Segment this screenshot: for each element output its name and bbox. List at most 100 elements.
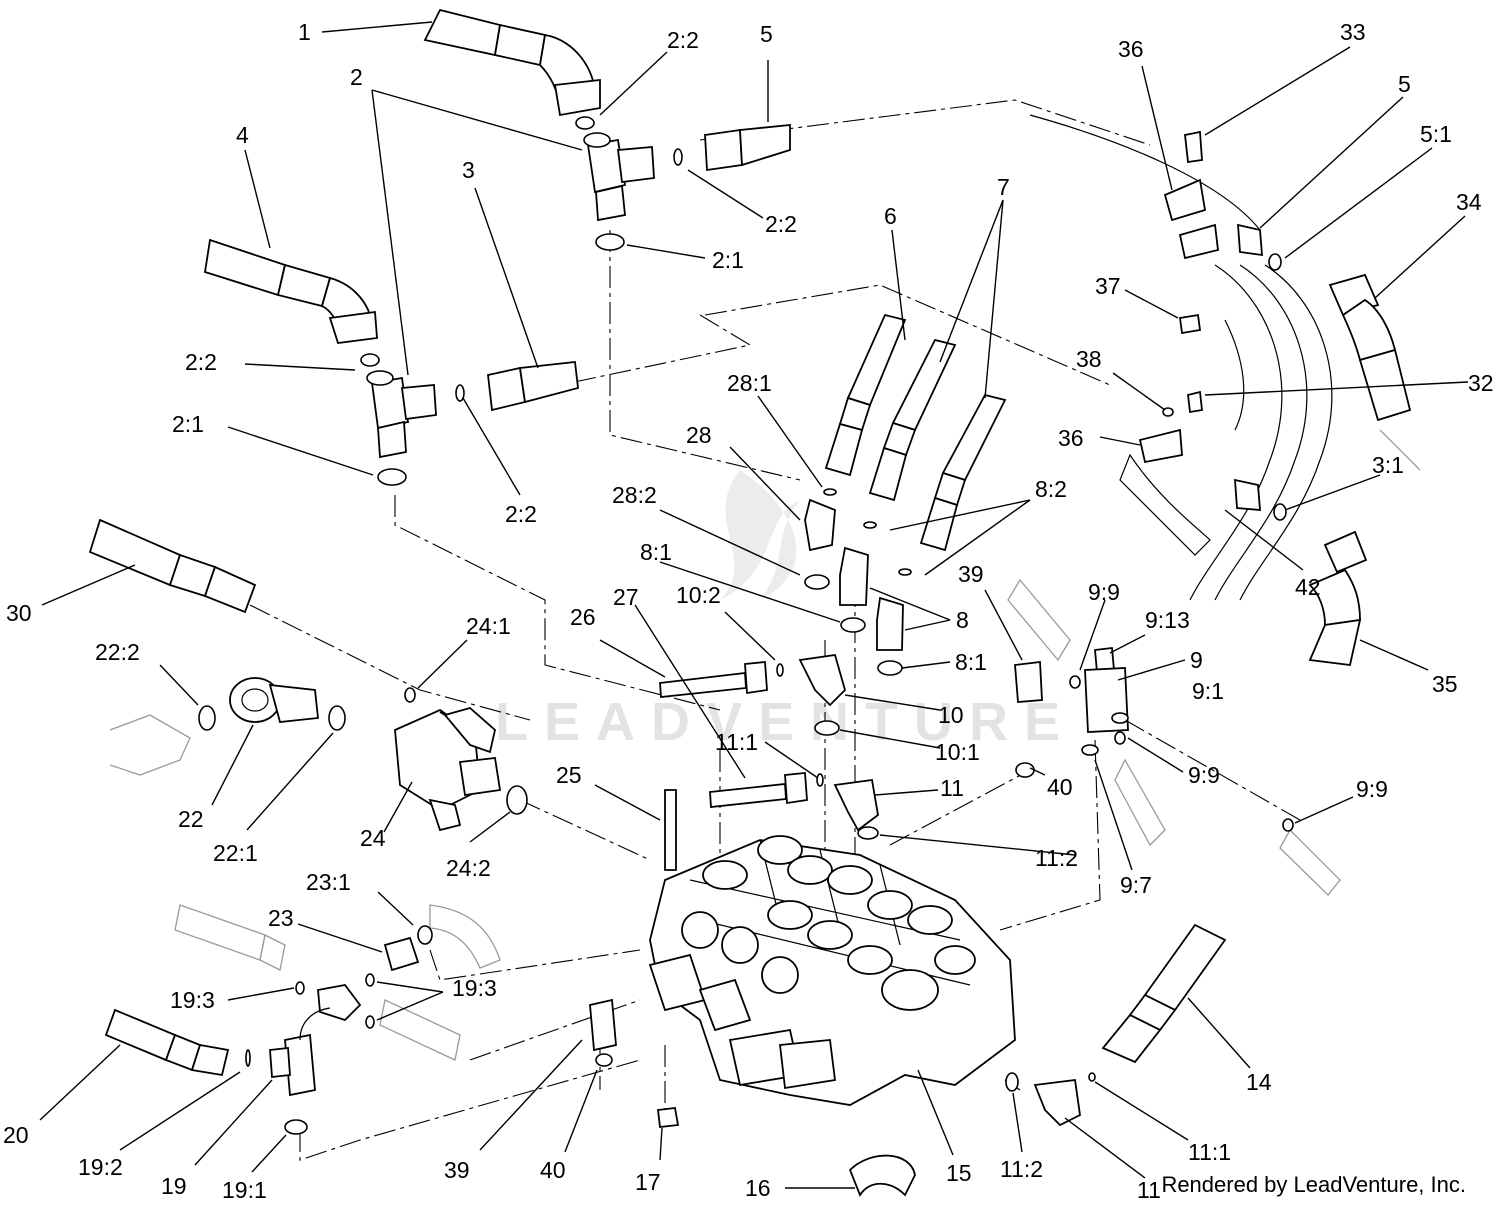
callout-30: 30 [6,600,32,626]
hose-bundle [1029,114,1333,601]
callout-7: 7 [997,174,1010,200]
callout-33: 33 [1340,19,1366,45]
callout-42: 42 [1295,574,1321,600]
callout-6: 6 [884,203,897,229]
leader-lines [39,21,1469,1189]
callout-2-2: 2:2 [185,349,217,375]
callout-11: 11 [940,775,964,801]
callout-19-3: 19:3 [452,975,497,1001]
callout-9-9: 9:9 [1088,579,1120,605]
callout-19: 19 [161,1173,187,1199]
callout-11-1: 11:1 [715,729,758,755]
elbow-10 [798,653,847,707]
callout-2-2: 2:2 [667,27,699,53]
elbow-22 [229,677,319,723]
callout-10: 10 [938,702,964,728]
bolt-33 [1184,130,1203,164]
callout-27: 27 [613,584,639,610]
callout-2-2: 2:2 [505,501,537,527]
hose-35 [1308,530,1368,666]
bracket [1178,223,1219,260]
callout-23-1: 23:1 [306,869,351,895]
callout-1: 1 [298,19,311,45]
callout-35: 35 [1432,671,1458,697]
callout-17: 17 [635,1169,661,1195]
callout-37: 37 [1095,273,1121,299]
callout-9-9: 9:9 [1356,776,1388,802]
elbow-8b [876,596,904,651]
callout-39: 39 [958,561,984,587]
nut-17 [657,1107,680,1128]
tee-fitting-2-lower [366,370,437,459]
fitting-23 [383,936,420,972]
callout-26: 26 [570,604,596,630]
o-rings [198,116,1294,1135]
elbow-28 [804,498,836,552]
elbow-11 [833,778,879,832]
bolt-32 [1187,390,1203,414]
callout-11-1: 11:1 [1188,1139,1231,1165]
callout-32: 32 [1468,370,1494,396]
callout-23: 23 [268,905,294,931]
tee-fitting-2-upper [583,132,655,222]
callout-9-13: 9:13 [1145,607,1190,633]
callout-38: 38 [1076,346,1102,372]
tube-26 [659,661,768,698]
callout-24-2: 24:2 [446,855,491,881]
callout-39: 39 [444,1157,470,1183]
bolt-25 [664,789,677,871]
callout-3-1: 3:1 [1372,452,1404,478]
valve-block-9 [1084,646,1129,733]
pressure-switch-39b [589,998,617,1052]
callout-11: 11 [1137,1177,1161,1203]
callout-8-1: 8:1 [955,649,987,675]
hose-7a [868,338,957,502]
callout-14: 14 [1246,1069,1272,1095]
pressure-switch-39a [1014,660,1043,703]
callout-10-1: 10:1 [935,739,980,765]
callout-9-1: 9:1 [1192,678,1224,704]
hose-30 [88,518,257,614]
callout-5: 5 [760,21,773,47]
callout-15: 15 [946,1160,972,1186]
fitting-3-nut [1234,478,1261,511]
hose-5 [704,124,791,172]
callout-8: 8 [956,607,969,633]
callout-22-2: 22:2 [95,639,140,665]
elbow-11-lower [1033,1078,1081,1127]
alignment-lines [249,99,1301,1161]
callout-8-2: 8:2 [1035,476,1067,502]
watermark: LEADVENTURE [495,470,1076,752]
callout-2: 2 [350,64,363,90]
hose-34 [1328,273,1412,422]
callout-19-3: 19:3 [170,987,215,1013]
callout-36: 36 [1118,36,1144,62]
clamp-36-upper [1163,178,1207,222]
callout-9-7: 9:7 [1120,872,1152,898]
ghost-hoses [109,429,1421,1061]
callout-16: 16 [745,1175,771,1201]
callout-34: 34 [1456,189,1482,215]
callout-25: 25 [556,762,582,788]
clamp-16 [848,1154,916,1197]
watermark-text: LEADVENTURE [495,692,1076,752]
hose-1 [423,8,601,117]
callout-2-1: 2:1 [712,247,744,273]
callout-28: 28 [686,422,712,448]
callout-24: 24 [360,825,386,851]
callout-11-2: 11:2 [1000,1156,1043,1182]
solenoid-valve-24 [394,707,502,832]
callout-40: 40 [540,1157,566,1183]
hose-7b [919,393,1007,552]
callout-22-1: 22:1 [213,840,258,866]
callout-24-1: 24:1 [466,613,511,639]
callout-9: 9 [1190,647,1203,673]
callout-28-1: 28:1 [727,370,772,396]
callout-3: 3 [462,157,475,183]
hose-14 [1101,923,1227,1064]
watermark-flame-icon [720,470,800,600]
callout-5-1: 5:1 [1420,121,1452,147]
callout-4: 4 [236,122,249,148]
hoses [88,8,1421,1077]
fitting-5-nut [1237,223,1263,257]
